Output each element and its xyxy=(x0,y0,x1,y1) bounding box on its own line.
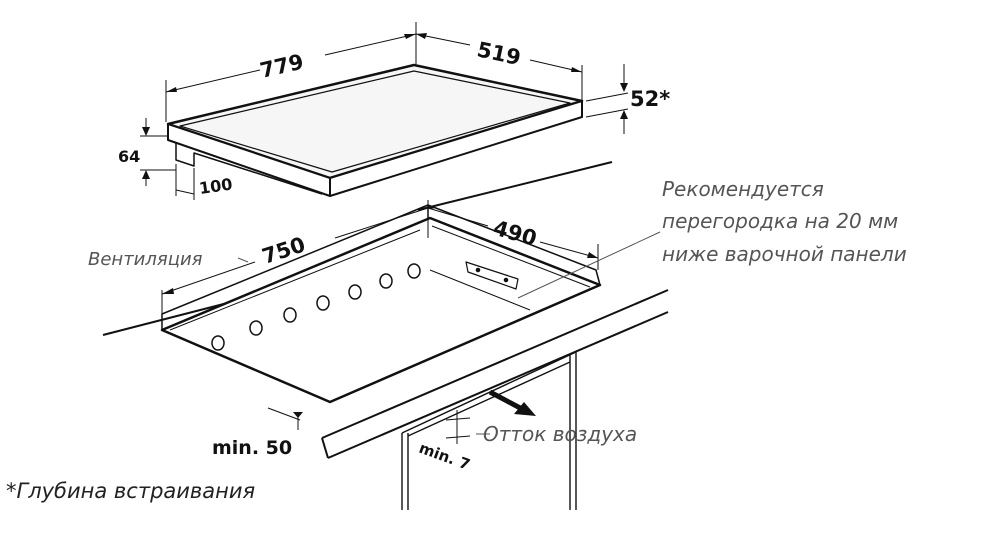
label-partition-line2: перегородка на 20 мм xyxy=(662,209,898,233)
hob-dimension-arrows xyxy=(142,33,628,179)
dim-hob-side-height: 64 xyxy=(118,147,140,166)
hob-dimension-lines xyxy=(140,22,629,200)
dim-hob-depth: 519 xyxy=(475,37,523,70)
ventilation-holes xyxy=(211,263,421,351)
dim-min-gap: min. 7 xyxy=(417,439,473,474)
dim-hob-height: 52* xyxy=(630,87,670,111)
dim-hob-offset: 100 xyxy=(198,174,234,197)
air-outflow-arrow xyxy=(488,389,536,416)
dim-hob-width: 779 xyxy=(258,50,306,83)
label-partition-line1: Рекомендуется xyxy=(662,177,824,201)
hob-right-edge xyxy=(329,100,583,197)
label-footnote: *Глубина встраивания xyxy=(6,479,255,503)
hob-inner-border xyxy=(179,70,571,173)
cabinet xyxy=(401,351,577,510)
label-partition-line3: ниже варочной панели xyxy=(662,242,907,266)
hob xyxy=(166,63,584,197)
dim-cutout-width: 750 xyxy=(259,232,308,268)
dim-min-front: min. 50 xyxy=(212,437,292,459)
leader-lines xyxy=(237,231,661,435)
label-air-outflow: Отток воздуха xyxy=(483,422,637,446)
label-ventilation: Вентиляция xyxy=(88,249,203,270)
cutout-dimension-arrows xyxy=(162,252,598,418)
countertop xyxy=(102,161,669,459)
hob-under-body xyxy=(175,142,323,195)
